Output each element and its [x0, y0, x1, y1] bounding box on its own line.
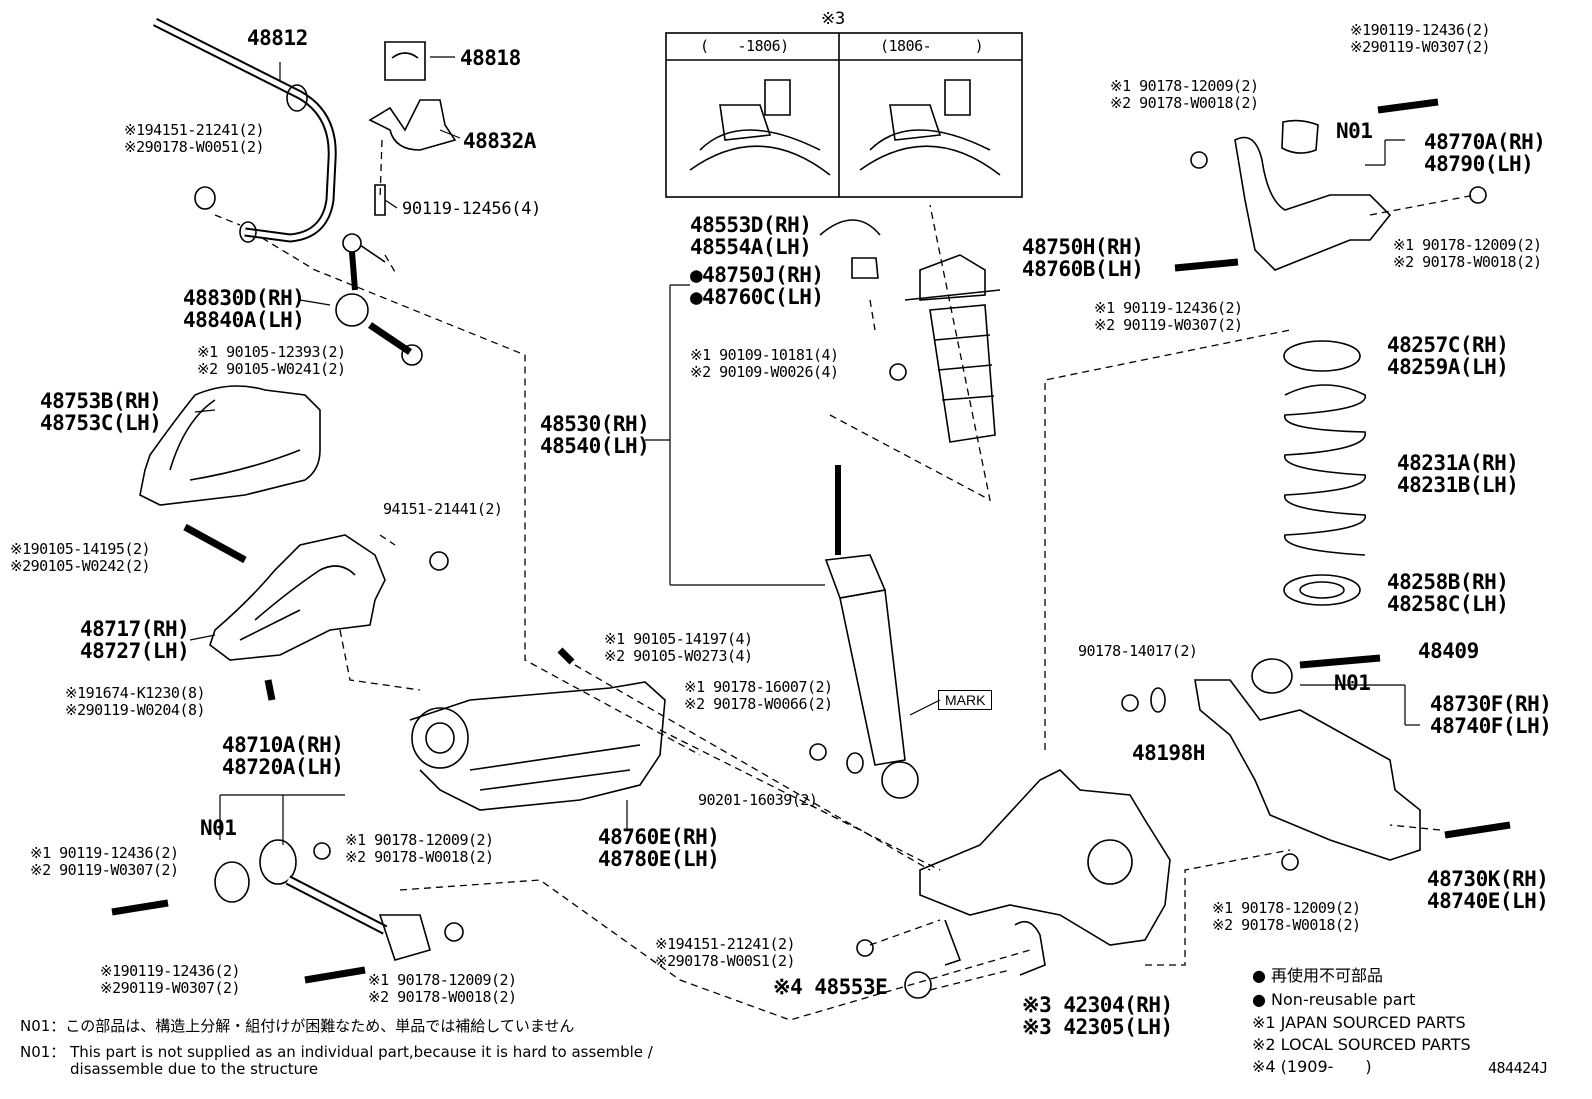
label-lower-nut-b: ※1 90178-12009(2)※2 90178-W0018(2) [368, 971, 517, 1006]
label-upper-bolt-bottom: ※1 90119-12436(2)※2 90119-W0307(2) [1094, 299, 1243, 334]
label-arm-bolt: ※1 90105-14197(4)※2 90105-W0273(4) [604, 630, 753, 665]
label-upper-bolt-top: ※190119-12436(2)※290119-W0307(2) [1350, 21, 1491, 56]
label-mount-bolt: ※1 90109-10181(4)※2 90109-W0026(4) [690, 346, 839, 381]
label-48750j: ●48750J(RH)●48760C(LH) [690, 263, 824, 309]
label-48198h: 48198H [1132, 741, 1205, 765]
stabilizer-bar-drawing [152, 17, 337, 243]
label-48730k: 48730K(RH)48740E(LH) [1427, 867, 1549, 913]
label-upper-nut-right: ※1 90178-12009(2)※2 90178-W0018(2) [1393, 236, 1542, 271]
inset-left-header: ( -1806) [700, 37, 789, 55]
label-48717: 48717(RH)48727(LH) [80, 617, 190, 663]
label-48530: 48530(RH)48540(LH) [540, 412, 650, 458]
label-48257c: 48257C(RH)48259A(LH) [1387, 333, 1509, 379]
legend-item-nonreusable-jp: ● 再使用不可部品 [1252, 966, 1384, 985]
label-48730f: 48730F(RH)48740F(LH) [1430, 692, 1552, 738]
lateral-link-drawing [111, 839, 464, 984]
stabilizer-link-drawing [335, 233, 423, 366]
note-n01-english-line1: N01： This part is not supplied as an ind… [20, 1043, 653, 1061]
shock-absorber-drawing [809, 465, 919, 799]
subframe-bracket-drawing [183, 523, 449, 701]
label-link-bolt: ※1 90105-12393(2)※2 90105-W0241(2) [197, 343, 346, 378]
inset-right-header: (1806- ) [880, 37, 984, 55]
inset-title: ※3 [821, 9, 845, 29]
label-lower-bolt-a: ※1 90119-12436(2)※2 90119-W0307(2) [30, 844, 179, 879]
lower-control-arm-drawing [1121, 654, 1511, 871]
label-shock-nut: ※1 90178-16007(2)※2 90178-W0066(2) [684, 678, 833, 713]
label-48710a: 48710A(RH)48720A(LH) [222, 733, 344, 779]
knuckle-drawing [856, 769, 1171, 999]
label-48553e: ※4 48553E [773, 975, 888, 999]
label-n01-upper: N01 [1336, 119, 1373, 143]
label-upper-nut-left: ※1 90178-12009(2)※2 90178-W0018(2) [1110, 77, 1259, 112]
dashed-guides [214, 139, 1476, 1021]
note-n01-english-line2: disassemble due to the structure [70, 1060, 319, 1078]
label-90201-16039: 90201-16039(2) [698, 791, 818, 809]
legend-item-date-range: ※4 (1909- ) [1252, 1057, 1372, 1076]
label-48750h: 48750H(RH)48760B(LH) [1022, 235, 1144, 281]
label-48770a: 48770A(RH)48790(LH) [1424, 130, 1546, 176]
trailing-arm-drawing [409, 647, 666, 811]
label-42304: ※3 42304(RH)※3 42305(LH) [1022, 993, 1173, 1039]
label-subframe-screw: ※191674-K1230(8)※290119-W0204(8) [65, 684, 206, 719]
label-48231a: 48231A(RH)48231B(LH) [1397, 451, 1519, 497]
label-48553d: 48553D(RH)48554A(LH) [690, 213, 812, 259]
label-48832a: 48832A [463, 129, 536, 153]
label-lower-nut-a: ※1 90178-12009(2)※2 90178-W0018(2) [345, 831, 494, 866]
label-94151-21441: 94151-21441(2) [383, 500, 503, 518]
label-stabilizer-bolt-ref: ※194151-21241(2)※290178-W0051(2) [124, 121, 265, 156]
inset-box [665, 32, 1023, 198]
upper-control-arm-drawing [1174, 98, 1487, 272]
shield-cover-drawing [139, 385, 321, 506]
label-48760e: 48760E(RH)48780E(LH) [598, 825, 720, 871]
label-knuckle-nut: ※194151-21241(2)※290178-W00S1(2) [655, 935, 796, 970]
label-subframe-bolt: ※190105-14195(2)※290105-W0242(2) [10, 540, 151, 575]
upper-mount-drawing [819, 219, 1001, 443]
label-48830d: 48830D(RH)48840A(LH) [183, 286, 305, 332]
label-right-nut: ※1 90178-12009(2)※2 90178-W0018(2) [1212, 899, 1361, 934]
label-48812: 48812 [247, 26, 308, 50]
label-lower-bolt-b: ※190119-12436(2)※290119-W0307(2) [100, 962, 241, 997]
label-n01-right: N01 [1334, 671, 1371, 695]
label-48409: 48409 [1418, 639, 1479, 663]
legend-item-japan-sourced: ※1 JAPAN SOURCED PARTS [1252, 1013, 1466, 1032]
leader-lines [189, 56, 1420, 845]
coil-spring-drawing [1283, 340, 1366, 606]
diagram-id: 484424J [1488, 1059, 1548, 1077]
note-n01-japanese: N01：この部品は、構造上分解・組付けが困難なため、単品では補給していません [20, 1017, 575, 1035]
legend-item-nonreusable-en: ● Non-reusable part [1252, 990, 1416, 1009]
label-n01-left: N01 [200, 816, 237, 840]
bushing-bracket-drawing [368, 41, 457, 216]
label-90178-14017: 90178-14017(2) [1078, 642, 1198, 660]
label-48753b: 48753B(RH)48753C(LH) [40, 389, 162, 435]
label-48818: 48818 [460, 46, 521, 70]
legend-item-local-sourced: ※2 LOCAL SOURCED PARTS [1252, 1035, 1471, 1054]
label-90119-12456: 90119-12456(4) [402, 199, 542, 219]
mark-tag: MARK [938, 690, 993, 710]
label-48258b: 48258B(RH)48258C(LH) [1387, 570, 1509, 616]
